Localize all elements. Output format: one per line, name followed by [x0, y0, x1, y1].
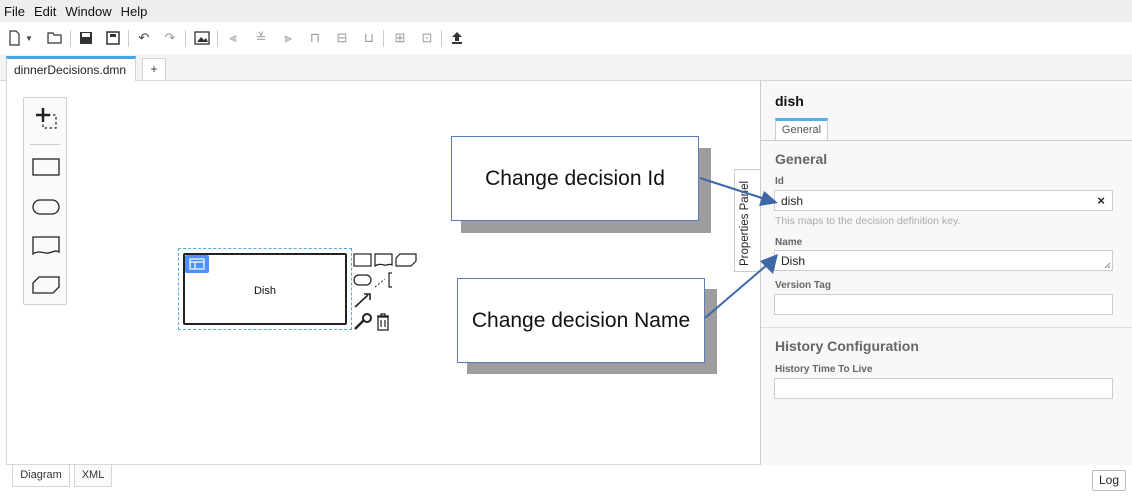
tab-xml[interactable]: XML: [74, 465, 112, 487]
menu-file[interactable]: File: [4, 3, 25, 19]
properties-panel-toggle[interactable]: Properties Panel: [734, 169, 760, 272]
append-bkm-icon[interactable]: [395, 253, 417, 272]
align-right-icon[interactable]: ⫸: [284, 30, 292, 45]
align-top-icon[interactable]: ⊓: [309, 30, 321, 45]
align-middle-icon[interactable]: ⊟: [336, 30, 348, 45]
open-folder-icon[interactable]: [46, 29, 64, 47]
new-file-dropdown-icon[interactable]: ▼: [25, 33, 33, 43]
tab-diagram[interactable]: Diagram: [12, 465, 70, 487]
decision-icon[interactable]: [32, 158, 60, 181]
input-data-icon[interactable]: [32, 198, 60, 221]
id-value: dish: [781, 194, 804, 208]
menu-edit[interactable]: Edit: [33, 3, 57, 19]
tab-general[interactable]: General: [775, 118, 828, 140]
name-label: Name: [775, 237, 803, 248]
align-left-icon[interactable]: ⫷: [229, 30, 237, 45]
append-input-data-icon[interactable]: [353, 273, 373, 292]
selection-outline: [178, 248, 352, 330]
distribute-vertical-icon[interactable]: ⊡: [421, 30, 433, 45]
resize-handle-icon[interactable]: [1104, 262, 1111, 269]
id-label: Id: [775, 176, 784, 187]
append-knowledge-source-icon[interactable]: [374, 253, 394, 272]
history-ttl-input[interactable]: [774, 378, 1113, 399]
decision-table-icon[interactable]: [185, 255, 209, 273]
align-bottom-icon[interactable]: ⊔: [363, 30, 375, 45]
log-button[interactable]: Log: [1092, 470, 1126, 491]
callout-change-id-text: Change decision Id: [485, 166, 665, 190]
undo-icon[interactable]: ↶: [138, 30, 150, 45]
id-hint: This maps to the decision definition key…: [775, 215, 961, 227]
palette: [23, 97, 67, 305]
distribute-horizontal-icon[interactable]: ⊞: [394, 30, 406, 45]
save-icon[interactable]: [77, 29, 95, 47]
general-section-title: General: [775, 151, 828, 167]
file-tab[interactable]: dinnerDecisions.dmn: [6, 56, 136, 89]
version-tag-label: Version Tag: [775, 280, 831, 291]
business-knowledge-model-icon[interactable]: [32, 276, 60, 299]
callout-change-id: Change decision Id: [451, 136, 699, 221]
new-file-icon[interactable]: [6, 29, 24, 47]
save-as-icon[interactable]: [104, 29, 122, 47]
clear-icon[interactable]: ×: [1097, 193, 1105, 208]
name-value: Dish: [781, 254, 806, 268]
menu-window[interactable]: Window: [65, 3, 112, 19]
decision-name: Dish: [253, 285, 276, 297]
append-text-annotation-icon[interactable]: [374, 271, 394, 294]
lasso-tool-icon[interactable]: [34, 106, 58, 135]
name-textarea[interactable]: Dish: [774, 250, 1113, 271]
knowledge-source-icon[interactable]: [32, 236, 60, 261]
add-tab-button[interactable]: +: [142, 58, 166, 80]
id-input[interactable]: dish ×: [774, 190, 1113, 211]
properties-panel: dish General General Id dish × This maps…: [760, 81, 1132, 465]
decision-element[interactable]: Dish: [183, 253, 347, 325]
history-ttl-label: History Time To Live: [775, 364, 873, 375]
history-section-title: History Configuration: [775, 338, 919, 354]
file-tab-bar: dinnerDecisions.dmn +: [0, 54, 1132, 89]
change-type-wrench-icon[interactable]: [353, 313, 373, 336]
properties-title: dish: [775, 93, 804, 109]
align-center-icon[interactable]: ≚: [255, 30, 267, 45]
export-image-icon[interactable]: [193, 29, 211, 47]
menubar: File Edit Window Help: [0, 0, 1132, 22]
version-tag-input[interactable]: [774, 294, 1113, 315]
callout-arrows: [699, 177, 778, 319]
connect-icon[interactable]: [353, 291, 373, 314]
toolbar: ▼ ↶ ↷ ⫷ ≚ ⫸ ⊓ ⊟ ⊔ ⊞ ⊡: [0, 22, 1132, 54]
delete-icon[interactable]: [375, 313, 391, 336]
redo-icon[interactable]: ↷: [164, 30, 176, 45]
callout-change-name: Change decision Name: [457, 278, 705, 363]
callout-change-name-text: Change decision Name: [471, 308, 691, 332]
menu-help[interactable]: Help: [120, 3, 148, 19]
file-tab-label: dinnerDecisions.dmn: [14, 63, 127, 77]
deploy-icon[interactable]: [448, 29, 466, 47]
append-decision-icon[interactable]: [353, 253, 373, 272]
